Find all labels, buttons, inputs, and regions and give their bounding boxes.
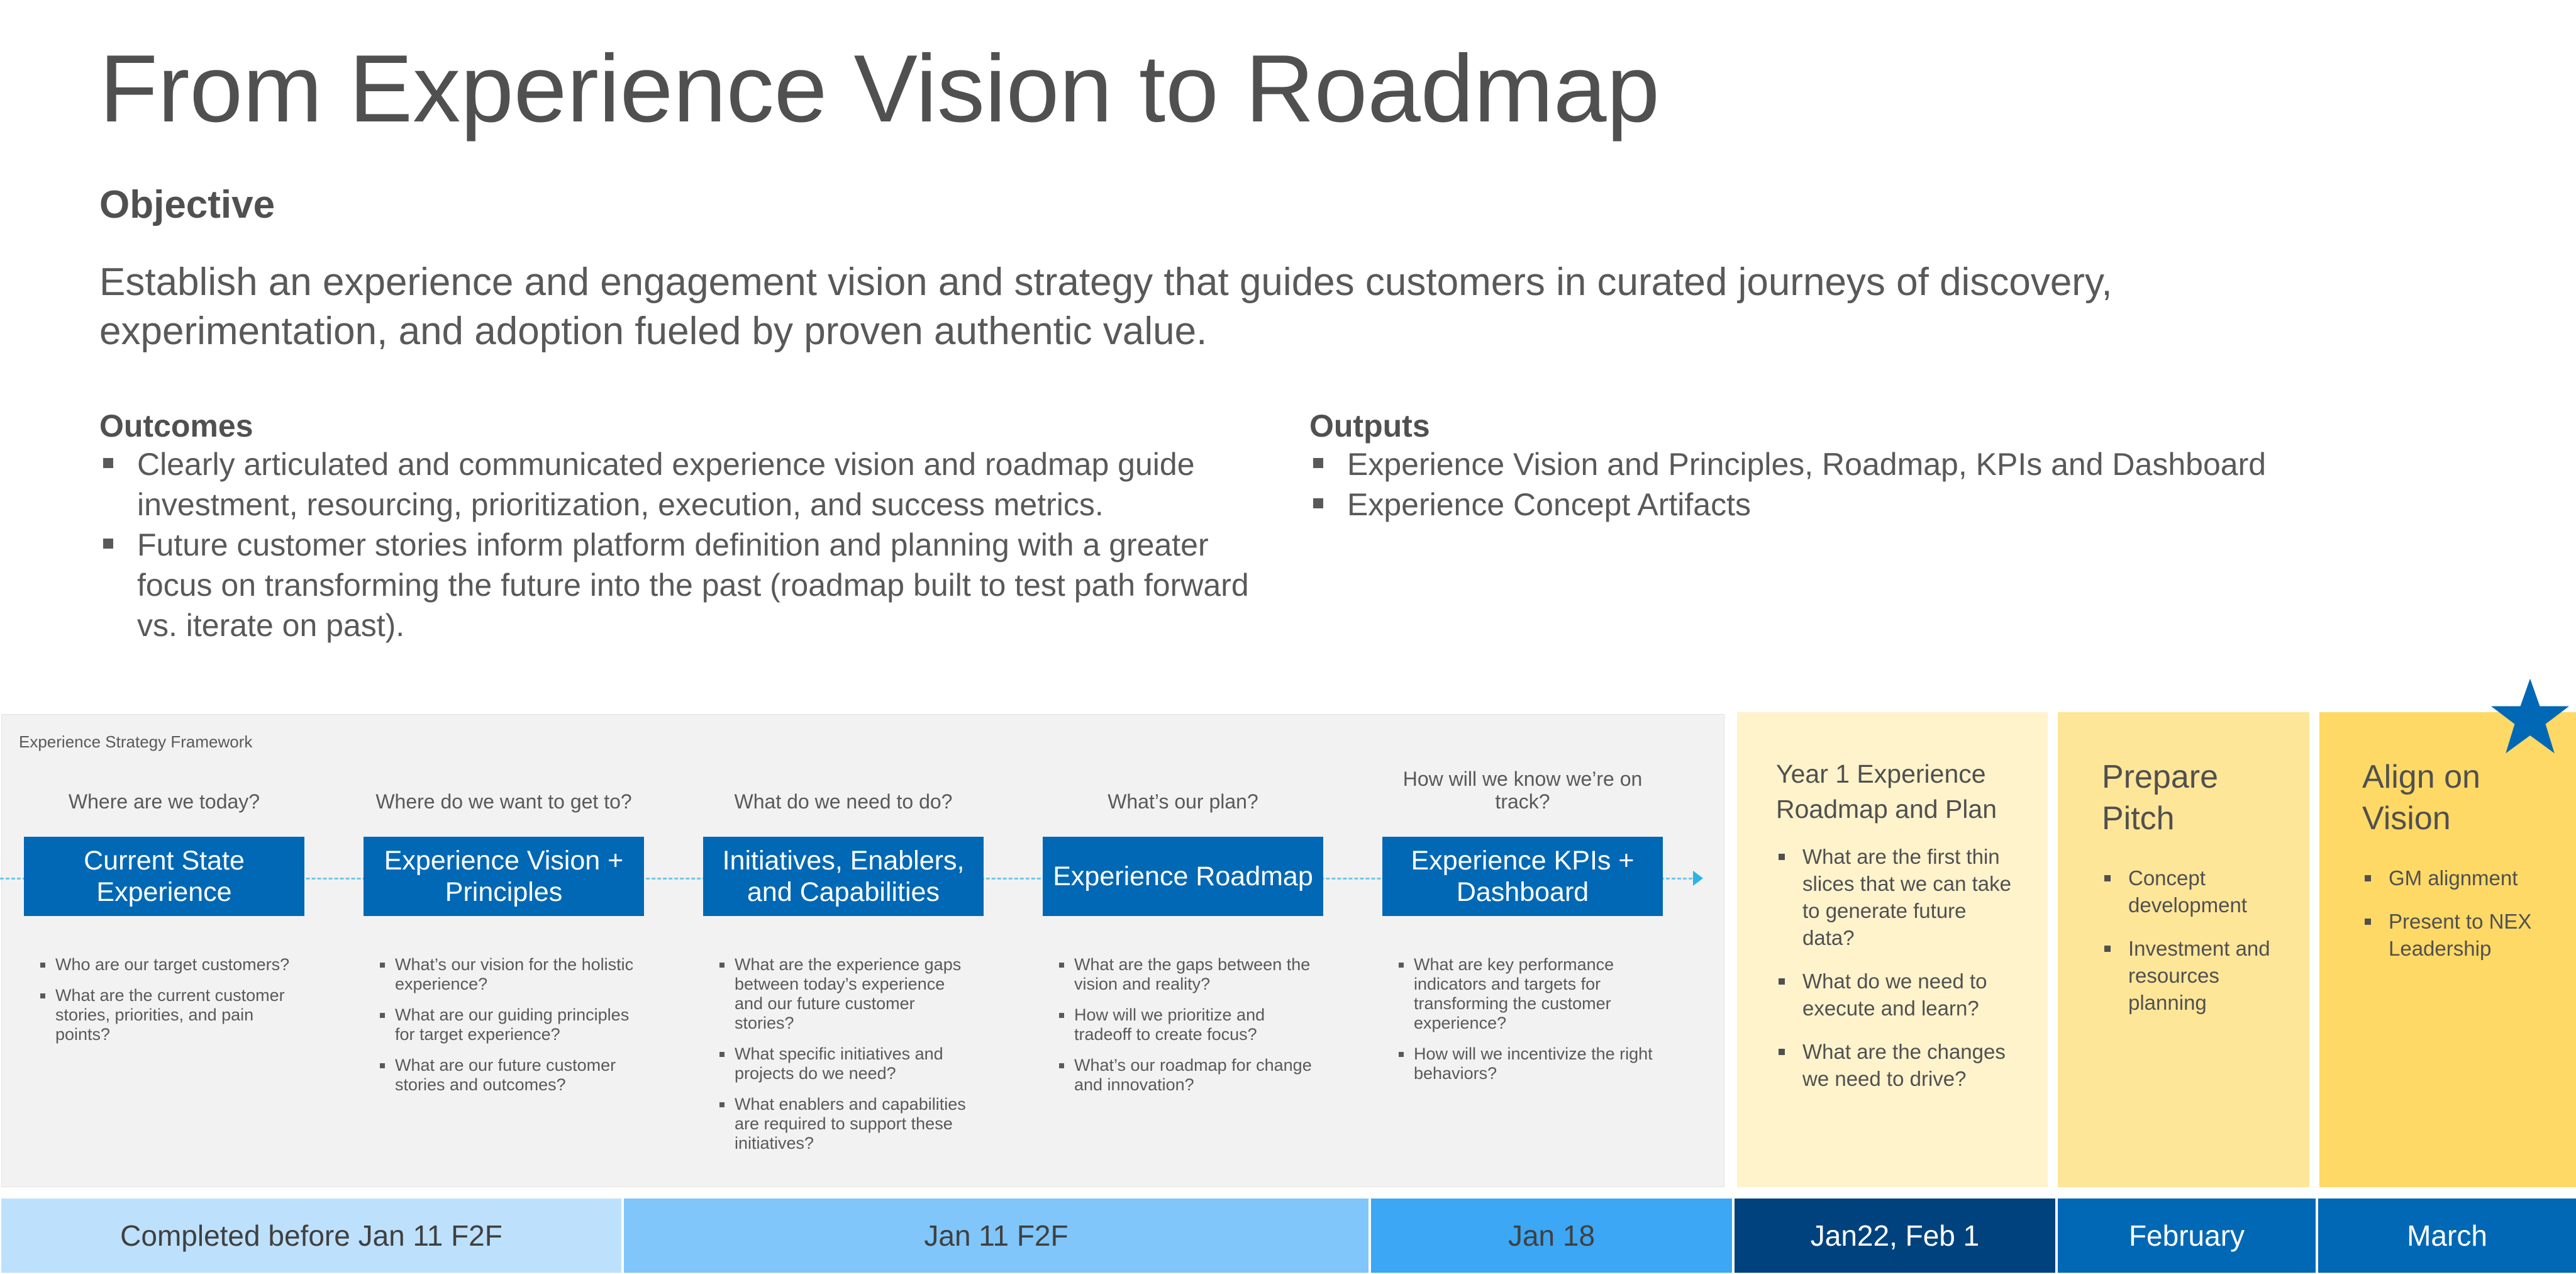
phase-title: Prepare Pitch <box>2102 759 2218 837</box>
phase-panel-year1-roadmap: Year 1 Experience Roadmap and Plan What … <box>1737 712 2048 1187</box>
list-item: What are the changes we need to drive? <box>1776 1038 2019 1092</box>
stage-questions-list: What’s our vision for the holistic exper… <box>366 955 636 1106</box>
list-item: What are key performance indicators and … <box>1385 955 1655 1033</box>
list-item: What are the gaps between the vision and… <box>1045 955 1316 994</box>
framework-label: Experience Strategy Framework <box>19 732 253 751</box>
stage-box-vision-principles: Experience Vision + Principles <box>364 837 644 916</box>
list-item: What are the first thin slices that we c… <box>1776 843 2019 951</box>
list-item: What are our future customer stories and… <box>366 1056 636 1095</box>
stage-box-roadmap: Experience Roadmap <box>1043 837 1323 916</box>
phase-panel-align-vision: Align on Vision GM alignment Present to … <box>2319 712 2576 1187</box>
list-item: Concept development <box>2102 864 2280 919</box>
objective-text: Establish an experience and engagement v… <box>99 260 2112 353</box>
list-item: What are the current customer stories, p… <box>26 986 297 1044</box>
outcome-item: Future customer stories inform platform … <box>99 525 1257 645</box>
phase-list: What are the first thin slices that we c… <box>1776 843 2019 1092</box>
stage-question: What do we need to do? <box>734 790 953 813</box>
list-item: How will we incentivize the right behavi… <box>1385 1044 1655 1083</box>
phase-panel-prepare-pitch: Prepare Pitch Concept development Invest… <box>2058 712 2309 1187</box>
outputs-heading: Outputs <box>1309 408 1430 444</box>
outcomes-heading: Outcomes <box>99 408 253 444</box>
stage-box-kpis: Experience KPIs + Dashboard <box>1382 837 1663 916</box>
stage-question: Where do we want to get to? <box>375 790 632 813</box>
timeline-segment-jan22-feb1: Jan22, Feb 1 <box>1735 1199 2055 1273</box>
page-title: From Experience Vision to Roadmap <box>99 35 1660 142</box>
list-item: What are our guiding principles for targ… <box>366 1005 636 1044</box>
stage-question: Where are we today? <box>68 790 260 813</box>
outputs-list: Experience Vision and Principles, Roadma… <box>1309 444 2379 525</box>
phase-list: Concept development Investment and resou… <box>2102 864 2280 1016</box>
stage-question: What’s our plan? <box>1108 790 1258 813</box>
phase-list: GM alignment Present to NEX Leadership <box>2362 864 2547 962</box>
output-item: Experience Vision and Principles, Roadma… <box>1309 444 2379 484</box>
list-item: What do we need to execute and learn? <box>1776 968 2019 1022</box>
stage-questions-list: Who are our target customers? What are t… <box>26 955 297 1056</box>
star-icon <box>2491 678 2569 754</box>
list-item: Who are our target customers? <box>26 955 297 975</box>
timeline-segment-february: February <box>2058 1199 2316 1273</box>
phase-title: Align on Vision <box>2362 759 2480 837</box>
flow-arrow-icon <box>1693 871 1703 886</box>
stage-questions-list: What are the gaps between the vision and… <box>1045 955 1316 1106</box>
outcomes-list: Clearly articulated and communicated exp… <box>99 444 1257 645</box>
list-item: What’s our roadmap for change and innova… <box>1045 1056 1316 1095</box>
phase-title: Year 1 Experience Roadmap and Plan <box>1776 759 1997 824</box>
list-item: What are the experience gaps between tod… <box>706 955 976 1033</box>
timeline-segment-jan18: Jan 18 <box>1371 1199 1732 1273</box>
list-item: What’s our vision for the holistic exper… <box>366 955 636 994</box>
list-item: What specific initiatives and projects d… <box>706 1044 976 1083</box>
stage-box-current-state: Current State Experience <box>24 837 304 916</box>
stage-questions-list: What are key performance indicators and … <box>1385 955 1655 1095</box>
timeline-segment-completed: Completed before Jan 11 F2F <box>1 1199 621 1273</box>
list-item: Investment and resources planning <box>2102 935 2280 1016</box>
stage-questions-list: What are the experience gaps between tod… <box>706 955 976 1165</box>
output-item: Experience Concept Artifacts <box>1309 484 2379 525</box>
list-item: GM alignment <box>2362 864 2547 891</box>
timeline-segment-jan11: Jan 11 F2F <box>624 1199 1368 1273</box>
list-item: What enablers and capabilities are requi… <box>706 1095 976 1153</box>
stage-question: How will we know we’re on track? <box>1402 768 1643 813</box>
outcome-item: Clearly articulated and communicated exp… <box>99 444 1257 525</box>
objective-heading: Objective <box>99 183 275 226</box>
timeline-segment-march: March <box>2318 1199 2576 1273</box>
list-item: How will we prioritize and tradeoff to c… <box>1045 1005 1316 1044</box>
list-item: Present to NEX Leadership <box>2362 908 2547 962</box>
stage-box-initiatives: Initiatives, Enablers, and Capabilities <box>703 837 984 916</box>
framework-panel <box>1 714 1724 1187</box>
